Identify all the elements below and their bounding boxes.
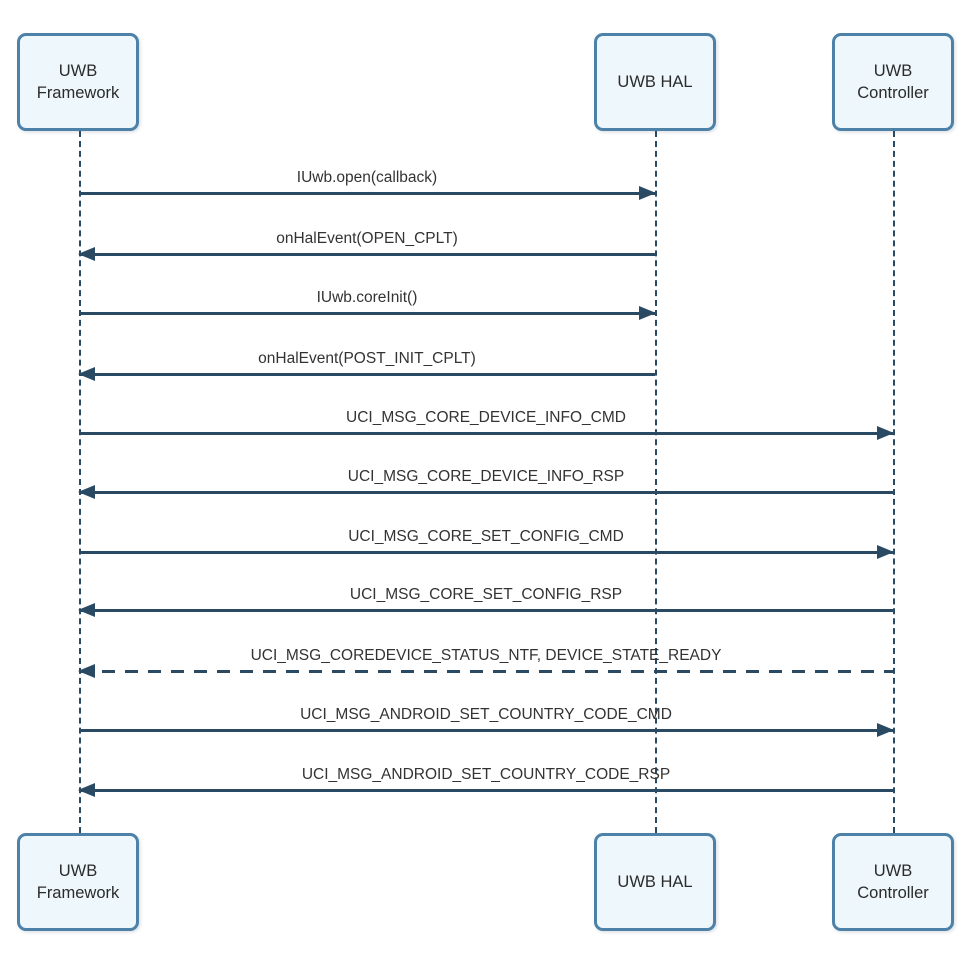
arrowhead-left-icon xyxy=(78,247,95,261)
message-label: UCI_MSG_CORE_SET_CONFIG_CMD xyxy=(348,528,624,545)
actor-box-uwb-controller-bottom[interactable]: UWB Controller xyxy=(832,833,954,931)
actor-label: UWB Controller xyxy=(857,61,929,102)
arrowhead-left-icon xyxy=(78,603,95,617)
actor-box-uwb-hal-bottom[interactable]: UWB HAL xyxy=(594,833,716,931)
message-label: onHalEvent(OPEN_CPLT) xyxy=(276,230,458,247)
message-label: UCI_MSG_ANDROID_SET_COUNTRY_CODE_RSP xyxy=(301,766,671,783)
lifeline-uwb-controller xyxy=(893,131,895,833)
message-line xyxy=(79,490,893,494)
actor-label: UWB Controller xyxy=(857,861,929,902)
message-line xyxy=(79,372,655,376)
message-line-dashed xyxy=(79,669,893,673)
message-line xyxy=(79,431,893,435)
arrowhead-right-icon xyxy=(639,306,656,320)
arrowhead-left-icon xyxy=(78,485,95,499)
message-line xyxy=(79,252,655,256)
actor-box-uwb-framework-top[interactable]: UWB Framework xyxy=(17,33,139,131)
lifeline-uwb-framework xyxy=(79,131,81,833)
message-label: UCI_MSG_ANDROID_SET_COUNTRY_CODE_CMD xyxy=(300,706,672,723)
message-line xyxy=(79,191,655,195)
actor-box-uwb-controller-top[interactable]: UWB Controller xyxy=(832,33,954,131)
message-label: UCI_MSG_CORE_DEVICE_INFO_CMD xyxy=(346,409,626,426)
message-line xyxy=(79,788,893,792)
message-label: UCI_MSG_CORE_SET_CONFIG_RSP xyxy=(349,586,623,603)
arrowhead-left-icon xyxy=(78,367,95,381)
actor-label: UWB Framework xyxy=(36,861,120,902)
arrowhead-left-icon xyxy=(78,783,95,797)
arrowhead-right-icon xyxy=(877,545,894,559)
message-label: onHalEvent(POST_INIT_CPLT) xyxy=(258,350,476,367)
actor-box-uwb-framework-bottom[interactable]: UWB Framework xyxy=(17,833,139,931)
lifeline-uwb-hal xyxy=(655,131,657,833)
arrowhead-right-icon xyxy=(877,723,894,737)
actor-label: UWB HAL xyxy=(617,72,693,91)
actor-box-uwb-hal-top[interactable]: UWB HAL xyxy=(594,33,716,131)
message-label: UCI_MSG_CORE_DEVICE_INFO_RSP xyxy=(347,468,625,485)
message-line xyxy=(79,608,893,612)
message-line xyxy=(79,550,893,554)
message-label: IUwb.open(callback) xyxy=(296,169,438,186)
actor-label: UWB HAL xyxy=(617,872,693,891)
actor-label: UWB Framework xyxy=(36,61,120,102)
message-line xyxy=(79,311,655,315)
message-label: IUwb.coreInit() xyxy=(316,289,418,306)
arrowhead-left-icon xyxy=(78,664,95,678)
message-label: UCI_MSG_COREDEVICE_STATUS_NTF, DEVICE_ST… xyxy=(250,647,722,664)
message-line xyxy=(79,728,893,732)
arrowhead-right-icon xyxy=(639,186,656,200)
arrowhead-right-icon xyxy=(877,426,894,440)
